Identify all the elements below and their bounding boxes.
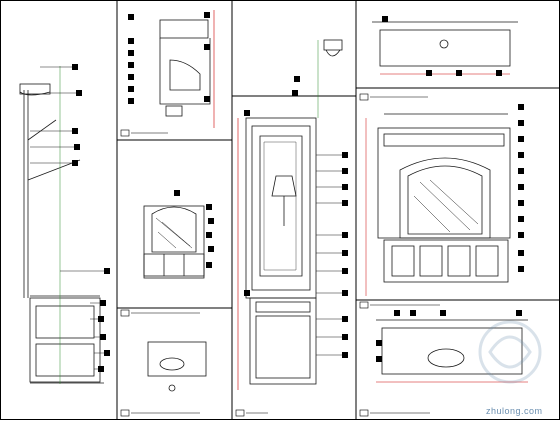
panel-4c-caption [360, 410, 430, 416]
basin-plan-small [148, 342, 206, 391]
panel-2b-caption [121, 310, 200, 316]
crown-section-drawing [160, 10, 214, 128]
watermark-text: zhulong.com [486, 406, 543, 416]
panel-4a-caption [360, 94, 428, 100]
tall-cabinet-elevation [238, 40, 342, 390]
left-leader-lines [30, 67, 104, 369]
panel-2-caption [121, 130, 168, 136]
tall-cabinet-leaders [316, 155, 342, 355]
left-section-drawing [20, 66, 104, 384]
panel-3-caption [236, 410, 268, 416]
cabinet-top-tags [382, 16, 502, 76]
main-vanity-elevation [366, 114, 510, 296]
cabinet-top-plan [372, 22, 518, 74]
main-vanity-tags [518, 104, 524, 272]
panel-4b-caption [360, 302, 440, 308]
panel-2c-caption [121, 410, 200, 416]
left-tag-group [72, 64, 110, 372]
vanity-elevation-small [144, 206, 204, 278]
vanity-small-tags [174, 190, 214, 268]
watermark-logo-icon [470, 312, 550, 392]
